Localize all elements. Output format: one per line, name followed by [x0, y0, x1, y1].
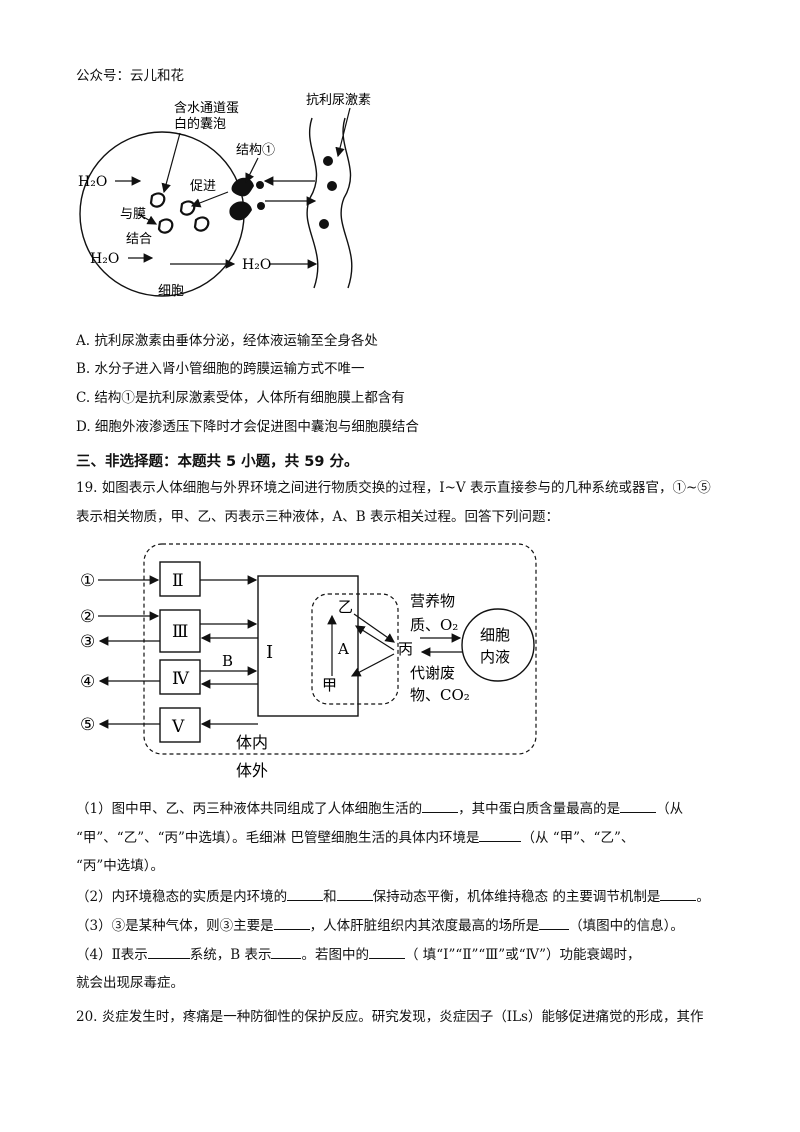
q19-part1-line1: （1）图中甲、乙、丙三种液体共同组成了人体细胞生活的，其中蛋白质含量最高的是（从: [76, 798, 683, 819]
q20-stem: 20. 炎症发生时，疼痛是一种防御性的保护反应。研究发现，炎症因子（ILs）能够…: [76, 1009, 704, 1025]
fluid-jia: 甲: [322, 676, 337, 694]
hormone-dot: [327, 181, 337, 191]
substance-2: ②: [80, 607, 95, 627]
cell-label: 细胞: [158, 284, 184, 299]
bind-label: 与膜: [120, 207, 146, 222]
organ-box-5: [159, 707, 201, 743]
q19-stem: 19. 如图表示人体细胞与外界环境之间进行物质交换的过程，I~V 表示直接参与的…: [76, 480, 711, 496]
receptor-structure: [231, 177, 254, 197]
organ-box-2: [159, 561, 201, 597]
body-boundary: [143, 543, 537, 755]
vesicle-label: 含水通道蛋: [174, 100, 239, 116]
fluid-bing: 丙: [398, 640, 413, 658]
substance-3: ③: [80, 632, 95, 652]
organ-box-4: [159, 659, 201, 695]
icf-label: 细胞: [480, 626, 510, 644]
account-header: 公众号：云儿和花: [76, 68, 184, 84]
organ-label-4: Ⅳ: [172, 669, 190, 689]
q19-part3: （3）③是某种气体，则③主要是，人体肝脏组织内其浓度最高的场所是（填图中的信息）…: [76, 915, 684, 936]
substance-5: ⑤: [80, 715, 95, 735]
icf-label: 内液: [480, 648, 510, 666]
figure-kidney-cell: 含水通道蛋 白的囊泡 抗利尿激素 结构① 促进 与膜 结合 H₂O H₂O H₂…: [78, 93, 371, 299]
q19-part4-line1: （4）Ⅱ表示系统，B 表示。若图中的（ 填“I”“Ⅱ”“Ⅲ”或“Ⅳ”）功能衰竭时…: [76, 944, 641, 965]
process-b: B: [222, 652, 233, 670]
water-label: H₂O: [90, 251, 119, 267]
vesicle: [149, 192, 166, 208]
vesicle-label: 白的囊泡: [174, 116, 226, 132]
figure-exchange-diagram: ① ② ③ ④ ⑤ Ⅱ Ⅲ Ⅳ Ⅴ I B A 乙 丙 甲 营养物 质、O₂ 代…: [80, 543, 537, 780]
process-a: A: [337, 640, 349, 658]
organ-label-2: Ⅱ: [172, 571, 184, 591]
capillary-left-wall: [306, 117, 319, 289]
fluid-yi: 乙: [338, 598, 353, 616]
q19-part2: （2）内环境稳态的实质是内环境的和保持动态平衡，机体维持稳态 的主要调节机制是。: [76, 886, 710, 907]
cell-outline: [79, 131, 245, 297]
vesicle: [193, 216, 210, 232]
option-c: C. 结构①是抗利尿激素受体，人体所有细胞膜上都含有: [76, 390, 405, 406]
vesicle: [157, 218, 174, 234]
organ-label-3: Ⅲ: [172, 622, 188, 642]
substance-4: ④: [80, 672, 95, 692]
water-label: H₂O: [242, 257, 271, 273]
waste-label: 代谢废: [410, 664, 455, 682]
hormone-dot: [323, 156, 333, 166]
hormone-dot: [256, 181, 264, 189]
receptor-structure: [229, 201, 252, 221]
organ-label-5: Ⅴ: [171, 717, 185, 737]
outside-label: 体外: [236, 761, 268, 780]
nutrient-label: 质、O₂: [410, 616, 458, 634]
q19-part1-line3: “丙”中选填）。: [76, 858, 165, 874]
structure-label: 结构①: [236, 143, 275, 158]
bind-label: 结合: [126, 232, 152, 247]
promote-label: 促进: [190, 179, 216, 194]
q19-part1-line2: “甲”、“乙”、“丙”中选填）。毛细淋 巴管壁细胞生活的具体内环境是（从 “甲”…: [76, 827, 634, 848]
substance-1: ①: [80, 571, 95, 591]
hormone-dot: [257, 202, 265, 210]
nutrient-label: 营养物: [410, 592, 455, 610]
intracellular-fluid: [461, 608, 535, 682]
inside-label: 体内: [236, 733, 268, 752]
option-a: A. 抗利尿激素由垂体分泌，经体液运输至全身各处: [76, 333, 378, 349]
organ-box-3: [159, 609, 201, 653]
q19-part4-line2: 就会出现尿毒症。: [76, 975, 184, 991]
waste-label: 物、CO₂: [410, 686, 470, 704]
organ-box-1: [257, 575, 359, 717]
vesicle: [179, 200, 196, 216]
option-b: B. 水分子进入肾小管细胞的跨膜运输方式不唯一: [76, 361, 365, 377]
capillary-right-wall: [340, 117, 353, 289]
section-heading: 三、非选择题：本题共 5 小题，共 59 分。: [76, 454, 359, 470]
organ-label-1: I: [266, 642, 273, 663]
water-label: H₂O: [78, 174, 107, 190]
q19-stem: 表示相关物质，甲、乙、丙表示三种液体，A、B 表示相关过程。回答下列问题：: [76, 509, 559, 525]
option-d: D. 细胞外液渗透压下降时才会促进图中囊泡与细胞膜结合: [76, 419, 419, 435]
hormone-dot: [319, 219, 329, 229]
hormone-label: 抗利尿激素: [306, 93, 371, 108]
